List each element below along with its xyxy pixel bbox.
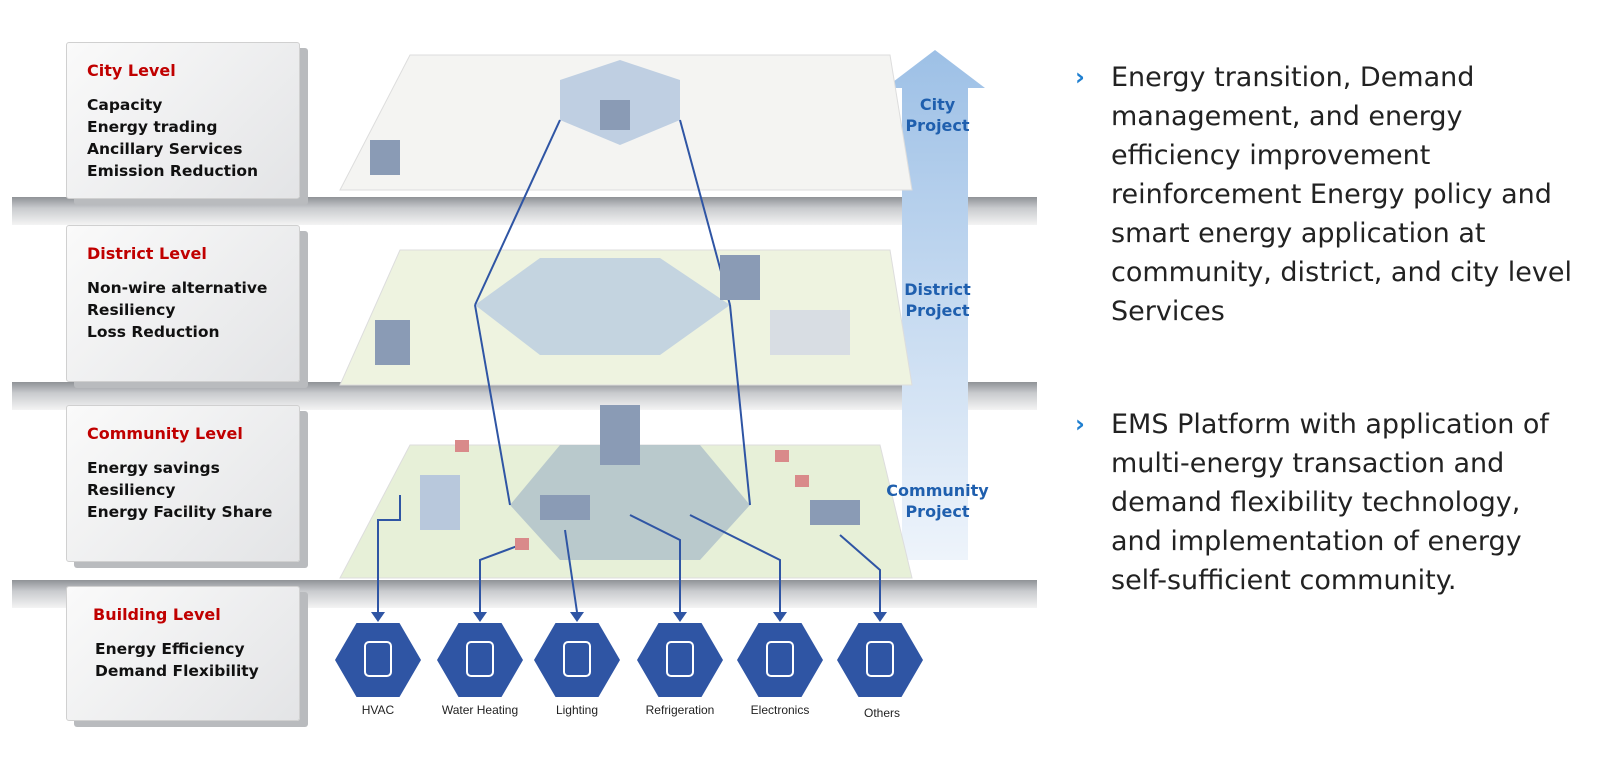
chevron-right-icon: › <box>1075 63 1085 91</box>
router-icon-glyph <box>766 641 794 677</box>
solar-house-icon <box>837 623 923 697</box>
community-level-box: Community Level Energy savings Resilienc… <box>66 405 300 562</box>
project-line: Project <box>905 301 970 320</box>
project-line: Project <box>905 116 970 135</box>
level-item: Demand Flexibility <box>95 662 259 680</box>
community-hex-area <box>510 445 750 560</box>
level-item: Ancillary Services <box>87 140 243 158</box>
refrigerator-icon-glyph <box>666 641 694 677</box>
appliance-label-water-heating: Water Heating <box>441 703 519 717</box>
project-line: City <box>919 95 956 114</box>
router-icon <box>737 623 823 697</box>
building-level-box: Building Level Energy Efficiency Demand … <box>66 586 300 721</box>
level-item: Energy trading <box>87 118 218 136</box>
chevron-right-icon: › <box>1075 410 1085 438</box>
water-heater-icon-glyph <box>466 641 494 677</box>
hvac-icon-glyph <box>364 641 392 677</box>
buildings <box>370 100 860 530</box>
water-heater-icon <box>437 623 523 697</box>
bullet-2: › EMS Platform with application of multi… <box>1075 405 1575 600</box>
bullet-text: Energy transition, Demand management, an… <box>1111 62 1572 327</box>
project-line: Community <box>886 481 989 500</box>
appliance-label-hvac: HVAC <box>361 703 395 717</box>
hvac-icon <box>335 623 421 697</box>
refrigerator-icon <box>637 623 723 697</box>
bullet-text: EMS Platform with application of multi-e… <box>1111 409 1549 596</box>
district-level-box: District Level Non-wire alternative Resi… <box>66 225 300 382</box>
level-title: City Level <box>87 61 176 80</box>
level-item: Energy savings <box>87 459 220 477</box>
level-item: Emission Reduction <box>87 162 259 180</box>
lightbulb-icon-glyph <box>563 641 591 677</box>
level-item: Loss Reduction <box>87 323 220 341</box>
shelf-city <box>12 197 1037 225</box>
level-title: District Level <box>87 244 207 263</box>
lightbulb-icon <box>534 623 620 697</box>
appliance-label-lighting: Lighting <box>555 703 599 717</box>
appliance-label-others: Others <box>863 706 900 720</box>
bullet-1: › Energy transition, Demand management, … <box>1075 58 1575 331</box>
project-line: District <box>904 280 971 299</box>
level-item: Capacity <box>87 96 163 114</box>
project-line: Project <box>905 502 970 521</box>
level-item: Non-wire alternative <box>87 279 268 297</box>
appliance-label-electronics: Electronics <box>750 703 810 717</box>
city-level-box: City Level Capacity Energy trading Ancil… <box>66 42 300 199</box>
solar-house-icon-glyph <box>866 641 894 677</box>
level-title: Community Level <box>87 424 243 443</box>
level-item: Resiliency <box>87 481 176 499</box>
appliance-label-refrigeration: Refrigeration <box>645 703 715 717</box>
level-title: Building Level <box>93 605 221 624</box>
level-item: Energy Facility Share <box>87 503 273 521</box>
level-item: Resiliency <box>87 301 176 319</box>
level-item: Energy Efficiency <box>95 640 245 658</box>
district-hex-area <box>475 258 730 355</box>
